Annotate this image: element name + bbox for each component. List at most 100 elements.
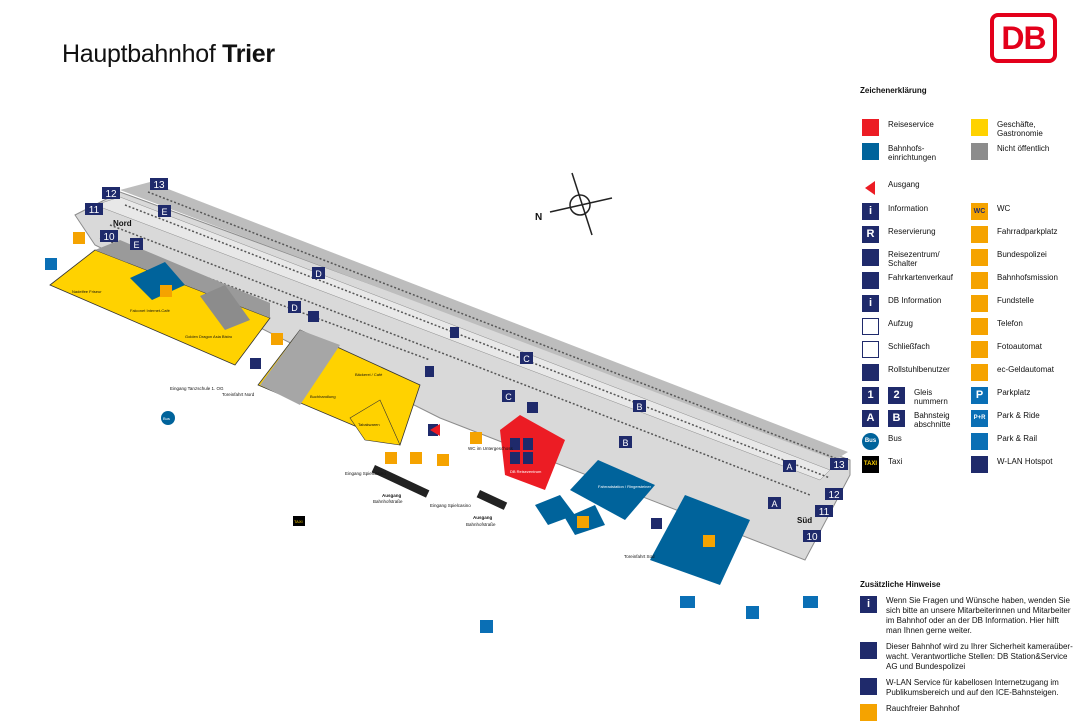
legend-label: Parkplatz [997,388,1031,398]
compass-ring [569,194,591,216]
compass-label: N [535,212,542,223]
legend-label: W-LAN Hotspot [997,457,1053,467]
hint-text: Dieser Bahnhof wird zu Ihrer Sicherheit … [886,641,1073,671]
legend-category: Reiseservice [862,119,934,137]
facilities-swatch [862,143,879,161]
telephone-icon [271,333,283,345]
legend-label: WC [997,204,1011,214]
legend-exit: Ausgang [862,179,920,196]
label-ausgang-1-title: Ausgang [382,493,402,498]
wlan-icon [971,456,988,474]
hint-text: W-LAN Service für kabellosen Internetzug… [886,677,1059,697]
track-label-11 [85,203,103,215]
wlan-icon [308,311,319,322]
reservation-icon [510,452,520,464]
locker-icon [527,402,538,413]
legend-item: W-LAN Hotspot [971,456,1053,474]
legend-label: Fotoautomat [997,342,1042,352]
bike-parking-icon [971,226,988,244]
tabak-block [349,399,401,446]
telephone-icon [971,318,988,336]
hint-text: Rauchfreier Bahnhof [886,703,960,713]
section-b-2 [619,436,632,448]
legend-label: Information [888,204,929,214]
mission-icon [971,272,988,290]
section-c-2 [502,390,515,402]
legend-grid: Reiseservice Geschäfte, Gastronomie Bahn… [860,105,1075,475]
ticket-machine-icon [862,272,879,290]
track-label-11-south-text: 11 [819,507,830,518]
travel-center-icon [862,249,879,267]
label-ausgang-1-sub: Bahnhofstraße [373,499,403,504]
legend-label: Taxi [888,457,903,467]
locker-icon [862,341,879,359]
north-grey-block [200,285,250,330]
park-ride-icon: P+R [971,410,988,428]
shop-internet-cafe: Falconet Internet-Café [130,308,171,313]
taxi-label: TAXI [294,519,303,524]
elevator-icon [425,366,434,377]
legend-item: Fotoautomat [971,341,1042,359]
lost-found-icon [577,516,589,528]
db-information-icon: i [862,295,879,313]
hint-text: Wenn Sie Fragen und Wünsche haben, wende… [886,595,1071,635]
additional-hints: Zusätzliche Hinweise i Wenn Sie Fragen un… [860,580,1075,721]
parking-icon [480,620,493,633]
legend-item: Fahrradparkplatz [971,226,1057,244]
legend-label: Bahnsteig abschnitte [914,411,951,430]
legend-label: Bus [888,434,902,444]
legend-label: Bahnhofs- einrichtungen [888,144,937,163]
elevator-icon [450,327,459,338]
taxi-icon [293,516,305,526]
legend-label: Rollstuhlbenutzer [888,365,950,375]
hints-title: Zusätzliche Hinweise [860,580,941,589]
non-public-swatch [971,143,988,161]
shop-buchhandlung: Buchhandlung [310,394,336,399]
legend-label: Telefon [997,319,1023,329]
section-c-2-text: C [505,392,512,402]
section-e-1 [158,205,171,217]
legend-label: Ausgang [888,180,920,190]
legend-item: Aufzug [862,318,913,336]
wheelchair-icon [250,358,261,369]
legend-label: Geschäfte, Gastronomie [997,120,1043,139]
atm-icon [971,364,988,382]
shop-baeckerei: Bäckerei / Café [355,372,383,377]
reisezentrum-label: DB Reisezentrum [510,469,542,474]
shops-swatch [971,119,988,137]
station-map: 13 12 11 10 13 12 11 10 E E D D C C B B … [45,172,851,633]
legend-label: Aufzug [888,319,913,329]
platform-sections: E E D D C C B B A A [130,205,796,509]
legend-label: Reservierung [888,227,936,237]
legend-item: ec-Geldautomat [971,364,1054,382]
legend-title: Zeichenerklärung [860,86,927,95]
track-label-11-south [815,505,833,517]
stairs [476,490,508,510]
direction-north: Nord [113,219,132,228]
parking-icon: P [971,387,988,405]
bus-label: Bus [163,416,170,421]
section-a-2 [768,497,781,509]
legend-category: Nicht öffentlich [971,143,1049,161]
track-label-12-text: 12 [105,189,117,200]
compass-line [571,172,593,236]
track-labels: 13 12 11 10 13 12 11 10 [85,178,848,543]
stairs [371,465,430,498]
legend-item: Park & Rail [971,433,1037,451]
information-icon: i [860,595,877,613]
section-d-2 [288,301,301,313]
label-eingang-tanzschule: Eingang Tanzschule 1. OG [170,386,224,391]
telephone-icon [437,454,449,466]
track-label-13-text: 13 [153,180,165,191]
hint-item: Dieser Bahnhof wird zu Ihrer Sicherheit … [860,641,1075,672]
section-c-1 [520,352,533,364]
track-label-13-south [830,458,848,470]
track-label-12-south-text: 12 [828,490,840,501]
mission-icon [160,285,172,297]
legend-item: Reisezentrum/ Schalter [862,249,967,268]
south-teal-block [650,495,750,585]
legend-item: P Parkplatz [971,387,1031,405]
page-title: Hauptbahnhof Trier [62,40,275,69]
